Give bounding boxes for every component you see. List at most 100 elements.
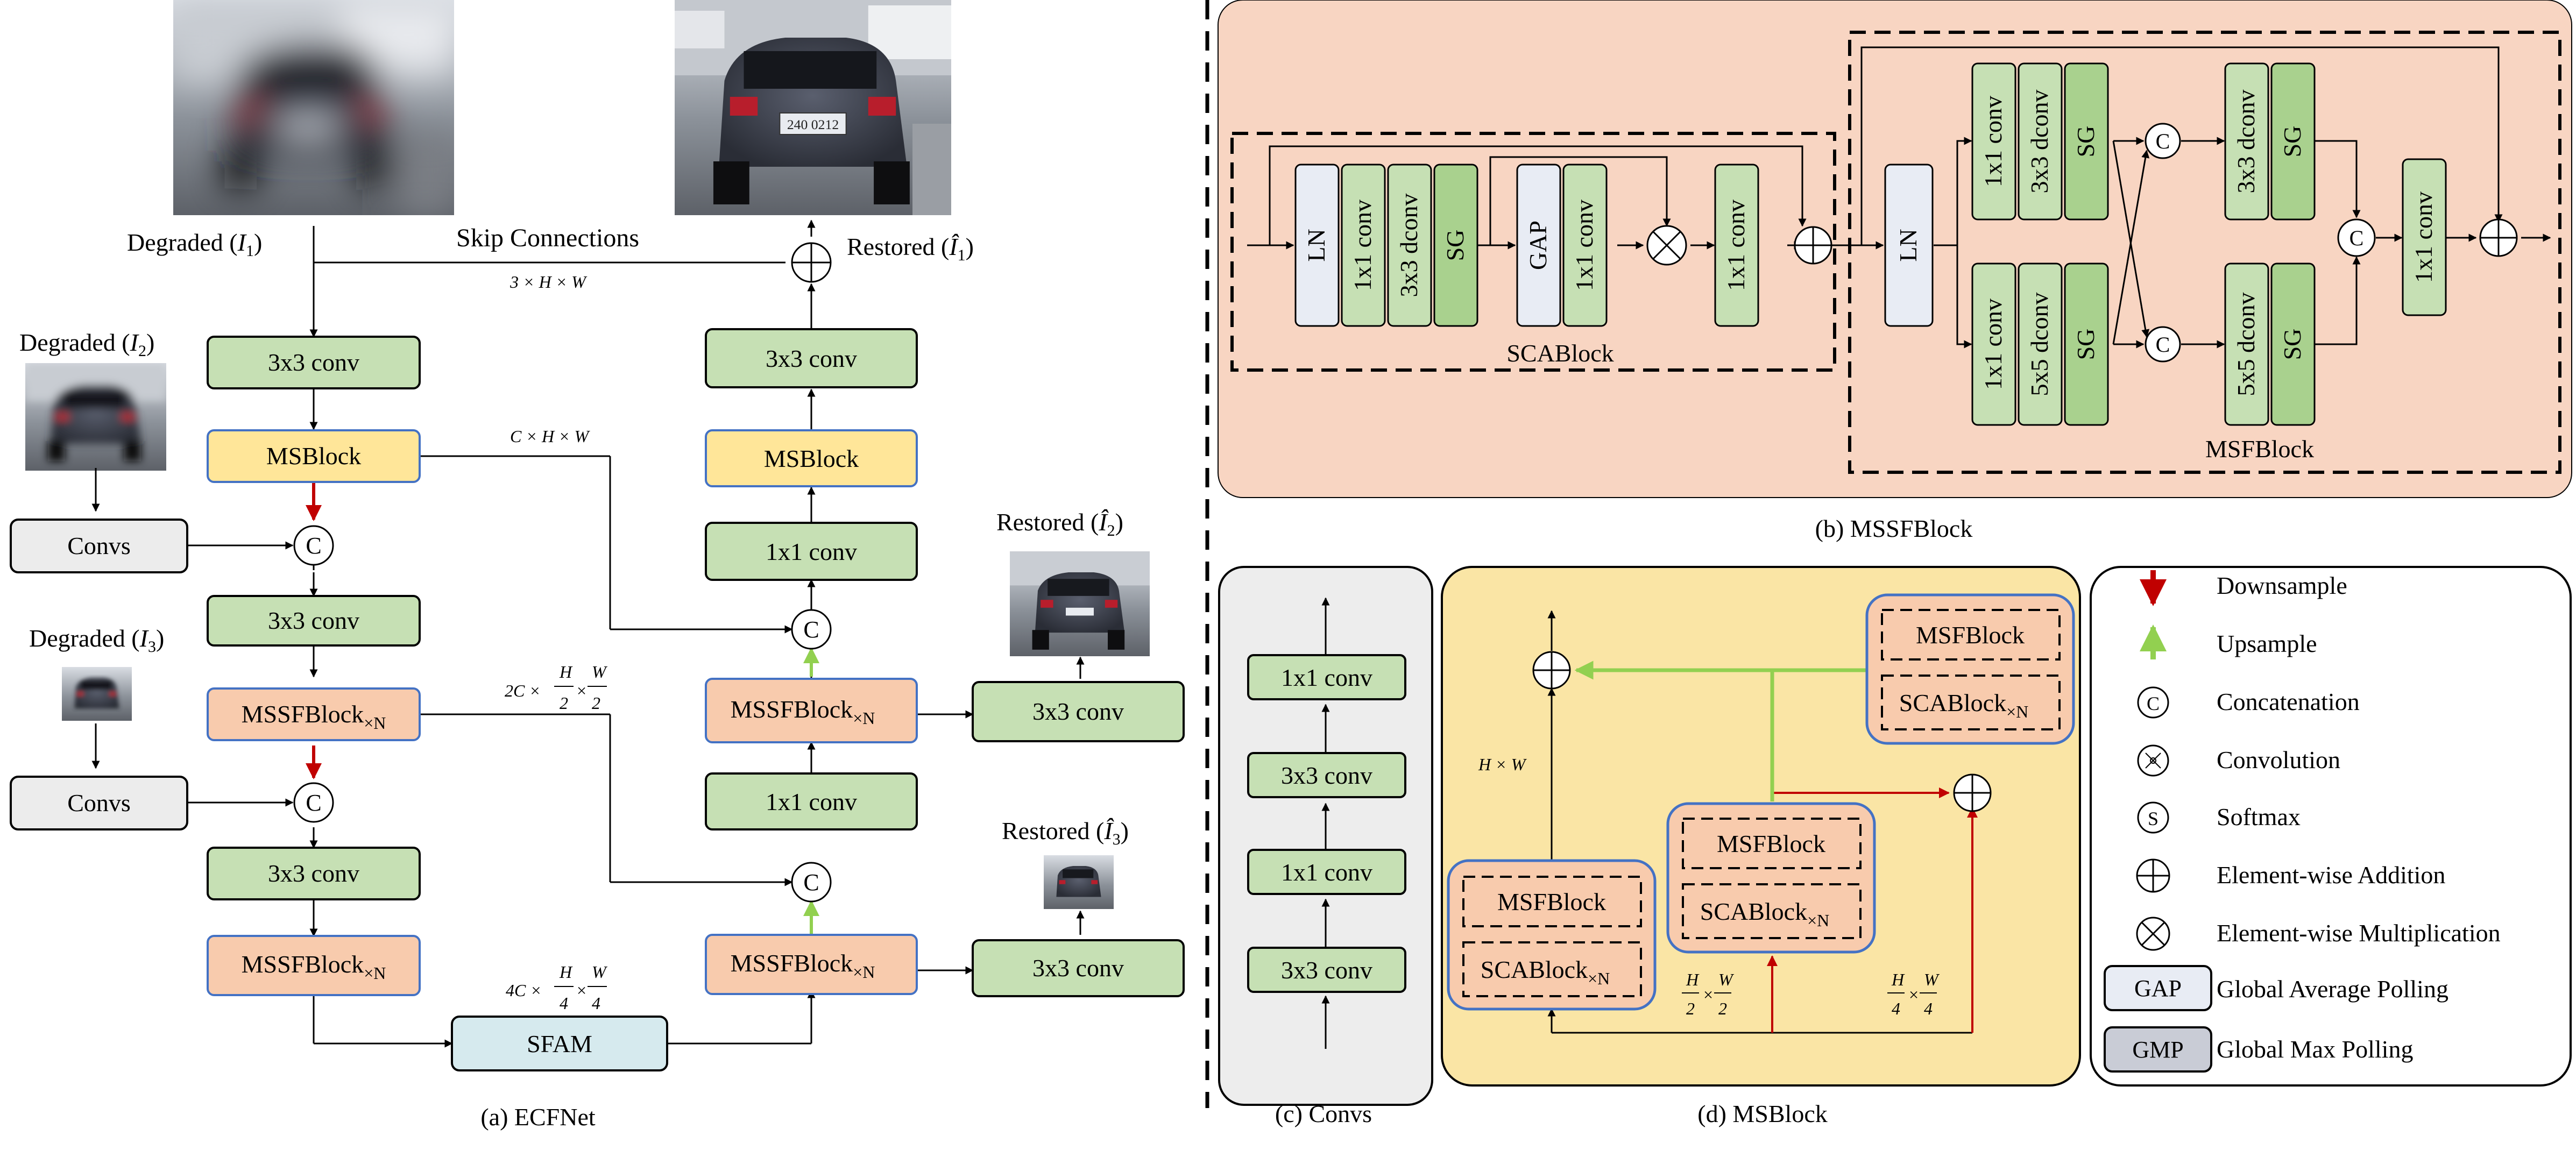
- legend-panel: C S GAP GMP Downsample Upsample Concaten…: [2090, 566, 2572, 1087]
- conv1x1-block: [1562, 164, 1608, 327]
- dim-frac-4: 4: [560, 993, 568, 1013]
- mssf-msfblock-blocks: LN 1x1 conv 3x3 dconv SG 1x1 conv 5x5 dc…: [1884, 62, 2447, 463]
- svg-text:SG: SG: [2072, 126, 2099, 158]
- svg-text:SG: SG: [1441, 230, 1469, 261]
- msfblock-dashed-box: [1848, 31, 2561, 474]
- restored-2-caption: Restored (Î2): [996, 508, 1123, 539]
- dconv3x3-block: [2018, 62, 2063, 221]
- svg-text:2: 2: [1718, 999, 1727, 1018]
- svg-text:1x1 conv: 1x1 conv: [1722, 200, 1750, 291]
- dim-frac-2: 2: [560, 693, 568, 713]
- msf-label: MSFBlock: [1916, 621, 2025, 649]
- ecfnet-left-column: 3x3 conv MSBlock 3x3 conv MSSFBlock×N 3x…: [10, 336, 668, 1071]
- mssfblock-block: [207, 935, 421, 996]
- legend-label-gmp: Global Max Polling: [2217, 1035, 2413, 1063]
- legend-label-upsample: Upsample: [2217, 630, 2317, 657]
- svg-text:3x3 dconv: 3x3 dconv: [1395, 194, 1423, 297]
- svg-text:MSBlock: MSBlock: [764, 445, 859, 472]
- dconv5x5-block: [2224, 262, 2269, 426]
- ecfnet-right-column: 3x3 conv MSBlock 1x1 conv MSSFBlock×N 1x…: [705, 328, 1185, 997]
- svg-text:MSBlock: MSBlock: [266, 442, 361, 470]
- concat-label: C: [2156, 129, 2170, 153]
- conv1x1-block: [2402, 158, 2447, 316]
- concat-circle: [2337, 218, 2376, 257]
- svg-text:S: S: [2148, 808, 2159, 829]
- svg-text:1x1 conv: 1x1 conv: [1979, 299, 2007, 390]
- sg-block: [2064, 62, 2109, 221]
- svg-text:3x3 dconv: 3x3 dconv: [2232, 90, 2260, 194]
- svg-text:LN: LN: [1894, 229, 1922, 261]
- degraded-1-caption: Degraded (I1): [127, 229, 262, 260]
- mssfblock-block: [705, 678, 918, 743]
- degraded-2-caption: Degraded (I2): [19, 329, 154, 360]
- dim-label-4c: 4C ×: [506, 981, 542, 1000]
- concat-circle-4: [791, 862, 832, 903]
- dconv5x5-block: [2018, 262, 2063, 426]
- svg-text:1x1 conv: 1x1 conv: [2410, 191, 2437, 283]
- msf-label: MSFBlock: [1717, 830, 1825, 857]
- sg-block: [1433, 164, 1478, 327]
- degraded-3-caption: Degraded (I3): [29, 624, 164, 656]
- degraded-image-2: [25, 363, 166, 471]
- conv3x3-block: [972, 681, 1185, 742]
- sg-block: [2270, 262, 2316, 426]
- convs-block: [10, 519, 188, 573]
- ms-group-middle: [1666, 802, 1876, 954]
- concat-circle-1: [293, 525, 334, 566]
- gap-block: [1516, 164, 1561, 327]
- license-plate-text: 240 0212: [787, 117, 839, 132]
- sg-block: [2270, 62, 2316, 221]
- svg-text:GMP: GMP: [2132, 1037, 2183, 1063]
- concat-circle-2: [293, 782, 334, 823]
- svg-text:1x1 conv: 1x1 conv: [1281, 664, 1372, 691]
- mssfblock-block: [705, 934, 918, 995]
- legend-label-multiplication: Element-wise Multiplication: [2217, 919, 2501, 947]
- restored-3-caption: Restored (Î3): [1002, 817, 1129, 848]
- convs-item-3: [1247, 849, 1406, 895]
- restored-image-1: 240 0212: [675, 0, 951, 215]
- dconv3x3-block: [1387, 164, 1432, 327]
- svg-text:Convs: Convs: [67, 532, 131, 559]
- restored-image-3: [1044, 855, 1114, 909]
- conv1x1-block: [705, 522, 918, 581]
- sg-block: [2064, 262, 2109, 426]
- scablock-dashed-box: [1230, 132, 1836, 372]
- svg-text:W: W: [1924, 970, 1940, 989]
- conv1x1-block: [1341, 164, 1386, 327]
- msfblock-label: MSFBlock: [2205, 435, 2314, 463]
- conv1x1-block: [1714, 164, 1759, 327]
- hw-label: H × W: [1478, 755, 1527, 774]
- conv3x3-block: [972, 939, 1185, 997]
- convs-panel: 1x1 conv 3x3 conv 1x1 conv 3x3 conv: [1218, 566, 1433, 1106]
- sca-label: SCABlock×N: [1481, 956, 1610, 988]
- svg-text:SFAM: SFAM: [527, 1030, 592, 1057]
- mssfblock-caption: (b) MSSFBlock: [1815, 515, 1973, 542]
- dim-label-2c: 2C ×: [505, 681, 541, 700]
- ms-group-left: [1447, 859, 1657, 1011]
- legend-label-concatenation: Concatenation: [2217, 688, 2360, 715]
- conv1x1-block: [1971, 262, 2016, 426]
- dconv3x3-block: [2224, 62, 2269, 221]
- svg-text:Convs: Convs: [67, 789, 131, 817]
- svg-text:C: C: [2147, 693, 2160, 714]
- svg-text:GAP: GAP: [1524, 221, 1552, 270]
- msblock-block: [705, 429, 918, 487]
- legend-label-gap: Global Average Polling: [2217, 975, 2448, 1003]
- concat-label: C: [2349, 226, 2364, 250]
- svg-text:5x5 dconv: 5x5 dconv: [2232, 293, 2260, 396]
- msblock-block: [207, 429, 421, 483]
- sca-label: SCABlock×N: [1899, 689, 2029, 721]
- svg-text:GAP: GAP: [2134, 975, 2182, 1002]
- ecfnet-caption: (a) ECFNet: [480, 1103, 596, 1131]
- degraded-image-3: [62, 667, 132, 721]
- concat-circle: [2145, 326, 2181, 363]
- svg-text:MSSFBlock×N: MSSFBlock×N: [242, 700, 386, 733]
- concat-label: C: [306, 533, 321, 559]
- convs-item-1: [1247, 654, 1406, 700]
- sca-label: SCABlock×N: [1700, 898, 1830, 930]
- svg-text:1x1 conv: 1x1 conv: [1349, 200, 1376, 291]
- svg-text:SG: SG: [2072, 329, 2099, 360]
- svg-text:3x3 conv: 3x3 conv: [1281, 956, 1372, 984]
- svg-text:1x1 conv: 1x1 conv: [1570, 200, 1598, 291]
